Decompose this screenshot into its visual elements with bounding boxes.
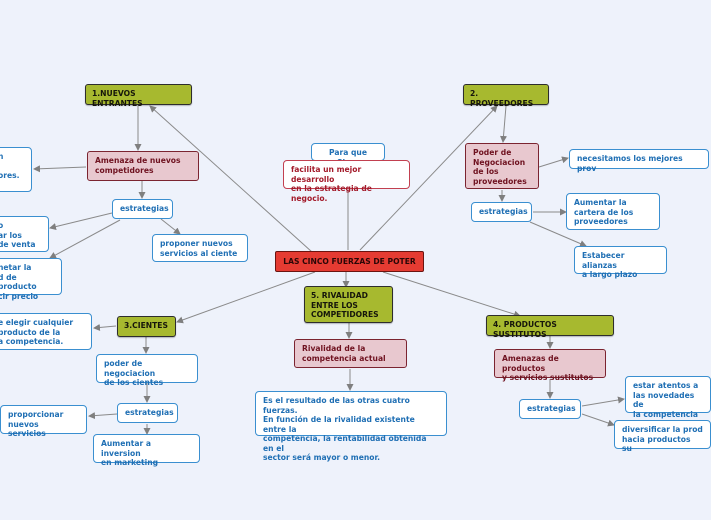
- rivalidad-node[interactable]: 5. RIVALIDAD ENTRE LOS COMPETIDORES: [304, 286, 393, 323]
- rivalidad-actual-node[interactable]: Rivalidad de la competencia actual: [294, 339, 407, 368]
- estrategias-3-node[interactable]: estrategias: [117, 403, 178, 423]
- mind-map-canvas: LAS CINCO FUERZAS DE POTER Para que Sirv…: [0, 84, 711, 467]
- proponer-servicios-node[interactable]: proponer nuevos servicios al ciente: [152, 234, 248, 262]
- nuevos-entrantes-node[interactable]: 1.NUEVOS ENTRANTES: [85, 84, 192, 108]
- clientes-node[interactable]: 3.CIENTES: [117, 316, 176, 337]
- facilita-node[interactable]: facilita un mejor desarrollo en la estra…: [283, 160, 410, 203]
- resultado-node[interactable]: Es el resultado de las otras cuatro fuer…: [255, 391, 447, 462]
- link-center-proveedores: [359, 105, 498, 251]
- link-estr1-proponer: [160, 218, 181, 235]
- estar-atentos-node[interactable]: estar atentos a las novedades de la comp…: [625, 376, 711, 419]
- link-center-clientes: [176, 271, 316, 324]
- estrategias-1-node[interactable]: estrategias: [112, 199, 173, 219]
- link-estr3-proporcionar: [88, 412, 118, 420]
- proporcionar-servicios-node[interactable]: proporcionar nuevos servicios: [0, 405, 87, 438]
- link-clientes-left: [93, 323, 117, 331]
- diversificar-node[interactable]: diversificar la prod hacia productos su: [614, 420, 711, 453]
- link-center-sustitutos: [382, 271, 521, 318]
- aumentar-inversion-node[interactable]: Aumentar a inversion en marketing: [93, 434, 200, 467]
- amenazas-sustitutos-node[interactable]: Amenazas de productos y servicios sustit…: [494, 349, 606, 382]
- proveedores-node[interactable]: 2. PROVEEDORES: [463, 84, 549, 108]
- link-prov-poder: [500, 105, 507, 143]
- poder-clientes-node[interactable]: poder de negociacion de los cientes: [96, 354, 198, 387]
- left-cut-node-2[interactable]: o ar los de venta: [0, 216, 49, 252]
- link-estr2-alianzas: [529, 221, 587, 247]
- left-cut-node-1[interactable]: n ores.: [0, 147, 32, 192]
- left-cut-node-3[interactable]: netar la d de producto cir precio: [0, 258, 62, 301]
- establecer-alianzas-node[interactable]: Estabecer alianzas a largo plazo: [574, 246, 667, 279]
- estrategias-4-node[interactable]: estrategias: [519, 399, 581, 419]
- link-amenaza-left1: [33, 165, 87, 173]
- link-estr4-atentos: [581, 396, 625, 407]
- link-center-entrantes: [149, 105, 313, 253]
- productos-sustitutos-node[interactable]: 4. PRODUCTOS SUSTITUTOS: [486, 315, 614, 339]
- link-estr1-left2: [49, 212, 113, 230]
- link-estr4-diversificar: [581, 413, 615, 427]
- amenaza-competidores-node[interactable]: Amenaza de nuevos competidores: [87, 151, 199, 181]
- connector-lines: [33, 105, 625, 435]
- link-estr1-left3: [49, 219, 121, 259]
- estrategias-2-node[interactable]: estrategias: [471, 202, 532, 222]
- para-que-sirve-node[interactable]: Para que Sirve: [311, 143, 385, 167]
- left-cut-node-elegir[interactable]: e elegir cualquier producto de la a comp…: [0, 313, 92, 350]
- necesitamos-proveedores-node[interactable]: necesitamos los mejores prov: [569, 149, 709, 173]
- aumentar-cartera-node[interactable]: Aumentar la cartera de los proveedores: [566, 193, 660, 230]
- link-poder-necesitamos: [538, 156, 569, 168]
- poder-negociacion-proveedores-node[interactable]: Poder de Negociacion de los proveedores: [465, 143, 539, 189]
- central-topic[interactable]: LAS CINCO FUERZAS DE POTER: [275, 251, 424, 272]
